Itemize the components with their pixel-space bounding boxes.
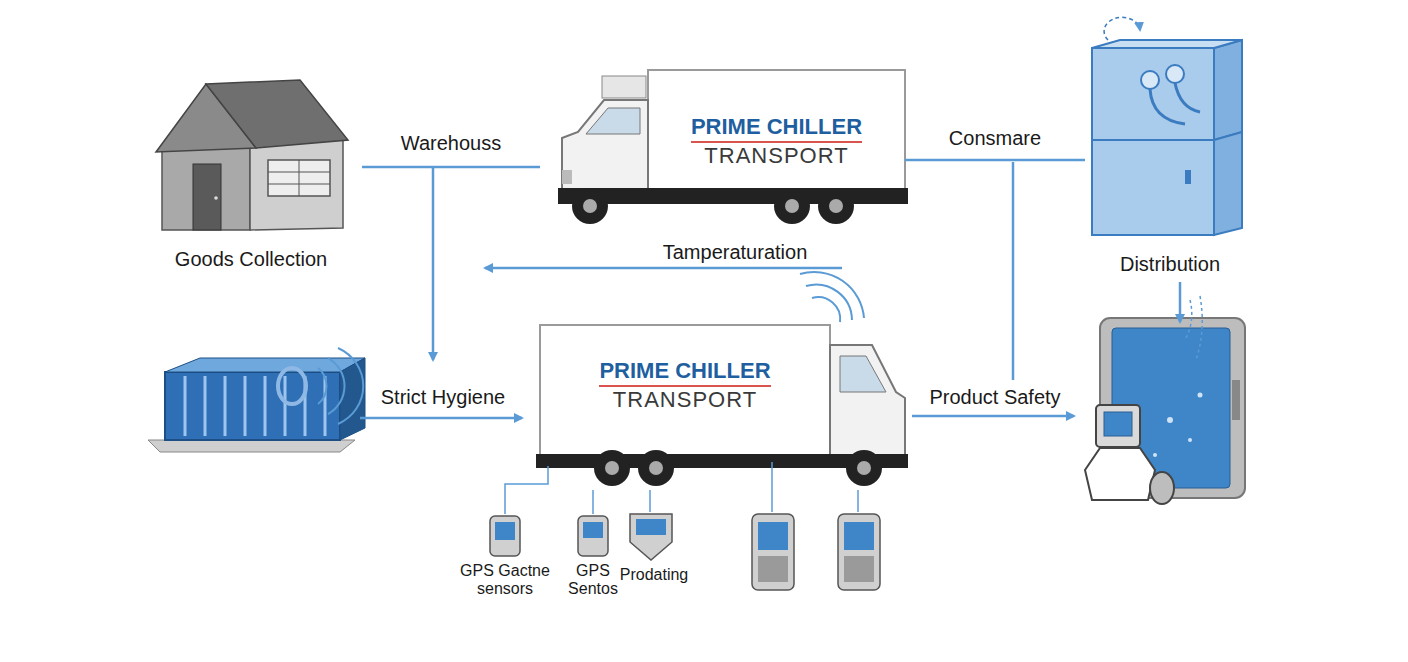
distribution-node: Distribution	[1085, 35, 1255, 280]
connector	[905, 159, 1085, 162]
flow-label: Product Safety	[929, 386, 1060, 409]
node-title: Distribution	[1120, 252, 1220, 276]
house-icon	[156, 80, 348, 230]
edge-label: Consmare	[949, 127, 1041, 150]
node-subtitle: TRANSPORT	[704, 143, 848, 169]
sensor-label: GPS Sentos	[558, 562, 628, 599]
consumer-illustration	[1085, 296, 1245, 504]
node-title: PRIME CHILLER	[599, 358, 770, 387]
sensor-devices	[505, 462, 858, 514]
truck-node: PRIME CHILLERTRANSPORT	[540, 68, 905, 218]
node-subtitle: TRANSPORT	[613, 387, 757, 413]
flow-arrows	[360, 162, 1180, 418]
truck-illustration	[536, 272, 908, 486]
sensor-label: GPS Gactne sensors	[449, 562, 561, 599]
edge-label: Warehouss	[401, 132, 501, 155]
distribution-machine	[1092, 17, 1242, 235]
collection-node: Goods Collection	[140, 70, 362, 275]
node-title: PRIME CHILLER	[691, 114, 862, 143]
flow-label: Tamperaturation	[663, 241, 808, 264]
truck-illustration	[558, 70, 908, 224]
truck-node: PRIME CHILLERTRANSPORT	[540, 322, 905, 472]
cold-storage-icon	[148, 348, 365, 452]
connector	[362, 166, 540, 169]
node-title: Goods Collection	[175, 247, 327, 271]
flow-label: Strict Hygiene	[381, 386, 506, 409]
sensor-label: Prodating	[620, 566, 689, 584]
